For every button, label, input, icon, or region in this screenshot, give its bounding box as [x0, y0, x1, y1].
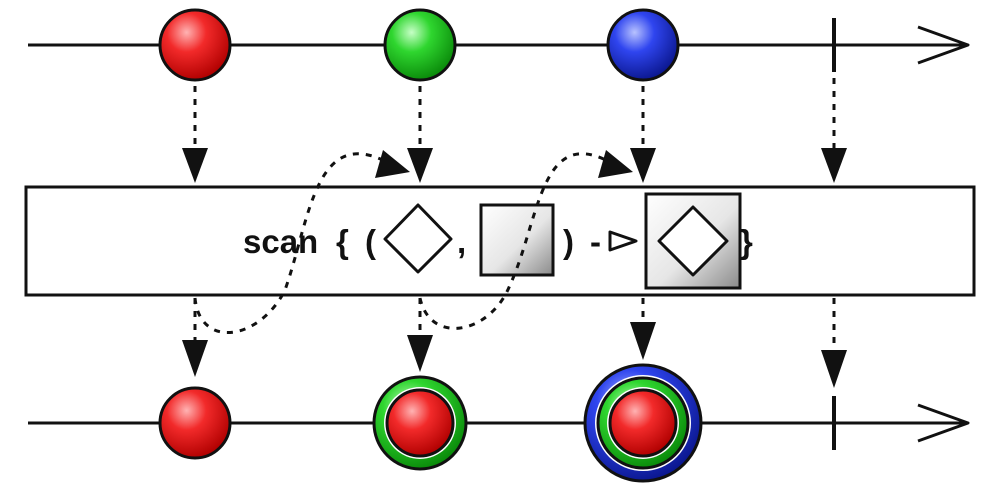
- input-arrow-green: [407, 86, 433, 183]
- output-timeline-arrowhead: [917, 403, 970, 443]
- output-arrow-1: [182, 298, 208, 377]
- input-arrow-completion: [821, 78, 847, 183]
- operator-box: scan { ( , ) - }: [24, 185, 976, 297]
- output-arrow-3: [630, 298, 656, 360]
- input-timeline: [28, 8, 970, 82]
- output-arrows: [182, 298, 847, 388]
- output-marble-3: [583, 363, 703, 483]
- operator-open-brace: {: [336, 223, 349, 260]
- input-marble-blue: [606, 8, 680, 82]
- input-marble-red: [158, 8, 232, 82]
- diamond-in-square-icon: [644, 192, 742, 290]
- accumulator-feedback-arrows: [193, 150, 633, 335]
- operator-arrow-dash: -: [590, 223, 601, 260]
- operator-open-paren: (: [365, 223, 376, 260]
- feedback-arrow-2: [418, 150, 633, 330]
- input-marble-green: [383, 8, 457, 82]
- operator-keyword: scan: [243, 223, 318, 260]
- operator-comma: ,: [457, 223, 466, 260]
- input-arrows: [182, 78, 847, 183]
- output-marble-1: [158, 386, 232, 460]
- output-arrow-2: [407, 298, 433, 372]
- output-marble-2: [372, 375, 468, 471]
- operator-close-brace: }: [740, 223, 753, 260]
- diamond-icon: [383, 203, 453, 274]
- input-arrow-blue: [630, 86, 656, 183]
- square-icon: [479, 203, 555, 277]
- feedback-arrow-1: [193, 150, 410, 335]
- output-timeline: [28, 363, 970, 483]
- input-timeline-arrowhead: [917, 25, 970, 65]
- input-arrow-red: [182, 86, 208, 183]
- output-arrow-completion: [821, 298, 847, 388]
- operator-close-paren: ): [563, 223, 574, 260]
- hollow-triangle-arrow-icon: [608, 230, 638, 252]
